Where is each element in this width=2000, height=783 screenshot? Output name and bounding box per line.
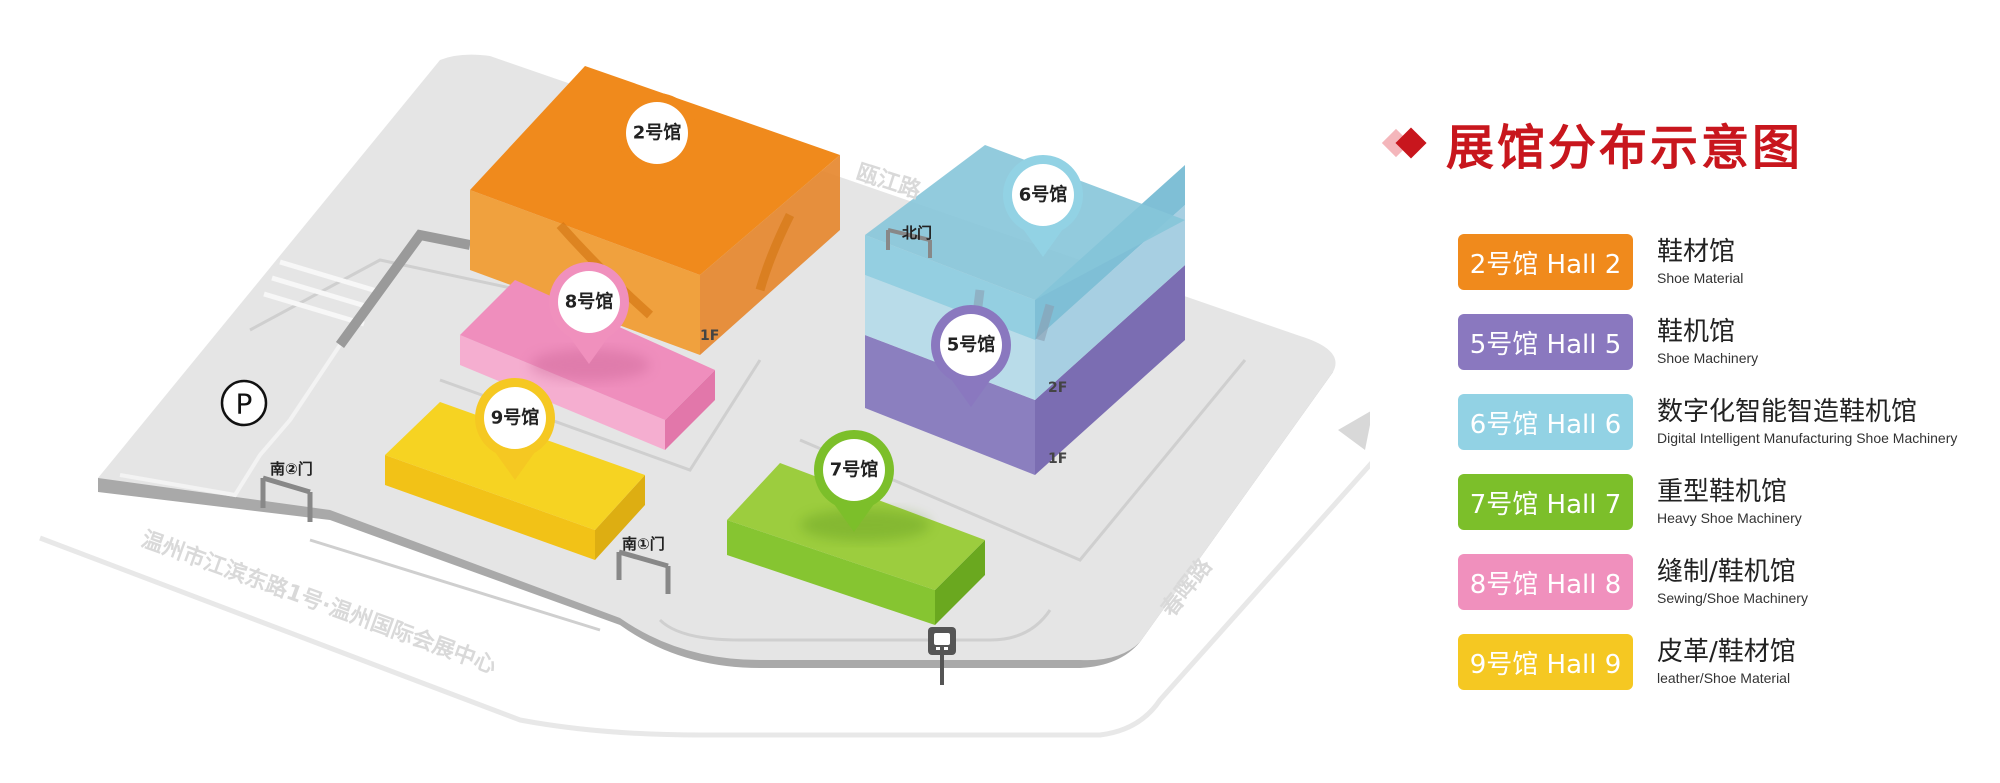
svg-text:北门: 北门	[902, 224, 932, 242]
legend-name-en: Heavy Shoe Machinery	[1657, 510, 1802, 526]
north-gate: 北门	[886, 224, 932, 258]
lane	[658, 609, 1052, 642]
bus-stop-icon	[928, 627, 956, 685]
hall-9-pin-label: 9号馆	[491, 407, 540, 429]
ground-plate	[98, 54, 1336, 661]
legend-name-zh: 皮革/鞋材馆	[1657, 637, 1796, 667]
legend-badge: 2号馆 Hall 2	[1458, 234, 1633, 290]
legend-text: 数字化智能智造鞋机馆 Digital Intelligent Manufactur…	[1657, 396, 1957, 448]
outer-road	[39, 461, 1370, 738]
hall-8-pin-label: 8号馆	[565, 291, 614, 313]
hall-8-pin[interactable]: 8号馆	[549, 262, 629, 364]
hall-5-floor-1f: 1F	[1048, 451, 1067, 467]
lane	[119, 343, 342, 498]
hall-6-pin[interactable]: 6号馆	[1003, 155, 1083, 257]
legend-header: 展馆分布示意图	[1381, 112, 1803, 176]
legend-name-zh: 缝制/鞋机馆	[1657, 557, 1796, 587]
legend-badge: 8号馆 Hall 8	[1458, 554, 1633, 610]
legend-text: 缝制/鞋机馆 Sewing/Shoe Machinery	[1657, 556, 1808, 608]
legend-badge: 7号馆 Hall 7	[1458, 474, 1633, 530]
svg-text:P: P	[236, 388, 253, 421]
legend-badge: 6号馆 Hall 6	[1458, 394, 1633, 450]
venue-map: 1F 2F 1F	[39, 54, 1370, 738]
hall-5-pin-label: 5号馆	[947, 334, 996, 356]
legend-name-en: Sewing/Shoe Machinery	[1657, 590, 1808, 606]
legend-title: 展馆分布示意图	[1446, 120, 1804, 176]
lane	[309, 538, 601, 632]
legend-name-en: leather/Shoe Material	[1657, 670, 1791, 686]
legend-item[interactable]: 5号馆 Hall 5 鞋机馆 Shoe Machinery	[1458, 313, 1988, 371]
legend-text: 重型鞋机馆 Heavy Shoe Machinery	[1657, 476, 1802, 528]
hall-8-building	[460, 280, 715, 450]
legend-text: 鞋材馆 Shoe Material	[1657, 236, 1743, 288]
entrance-stairs	[263, 259, 381, 327]
hall-5-pin[interactable]: 5号馆	[931, 305, 1011, 407]
legend-badge: 9号馆 Hall 9	[1458, 634, 1633, 690]
parking-icon: P	[220, 379, 268, 427]
hall-7-pin-label: 7号馆	[830, 459, 879, 481]
legend-text: 皮革/鞋材馆 leather/Shoe Material	[1657, 636, 1796, 688]
hall-2-pin[interactable]: 2号馆	[617, 93, 697, 195]
south-gate-1: 南①门	[616, 535, 671, 594]
hall-7-pin[interactable]: 7号馆	[814, 430, 894, 532]
walkway	[335, 229, 471, 348]
legend-name-en: Shoe Machinery	[1657, 350, 1759, 366]
legend-item[interactable]: 9号馆 Hall 9 皮革/鞋材馆 leather/Shoe Material	[1458, 633, 1988, 691]
lane	[249, 258, 521, 332]
legend-item[interactable]: 7号馆 Hall 7 重型鞋机馆 Heavy Shoe Machinery	[1458, 473, 1988, 531]
hall-5-floor-2f: 2F	[1048, 380, 1067, 396]
legend-badge: 5号馆 Hall 5	[1458, 314, 1633, 370]
legend-item[interactable]: 8号馆 Hall 8 缝制/鞋机馆 Sewing/Shoe Machinery	[1458, 553, 1988, 611]
south-gate-2: 南②门	[260, 460, 313, 522]
diamond-icon	[1381, 123, 1428, 163]
lane	[799, 359, 1247, 562]
hall-2-floor-1f: 1F	[700, 328, 719, 344]
hall-9-pin[interactable]: 9号馆	[475, 378, 555, 480]
svg-text:南②门: 南②门	[270, 460, 313, 478]
svg-text:南①门: 南①门	[622, 535, 665, 553]
legend-list: 2号馆 Hall 2 鞋材馆 Shoe Material 5号馆 Hall 5 鞋机馆 S…	[1458, 233, 1988, 713]
legend-name-en: Shoe Material	[1657, 270, 1744, 286]
hall-6-pin-label: 6号馆	[1019, 184, 1068, 206]
north-arrow-icon: 北	[1338, 411, 1370, 450]
legend-name-zh: 重型鞋机馆	[1657, 477, 1788, 507]
legend-item[interactable]: 2号馆 Hall 2 鞋材馆 Shoe Material	[1458, 233, 1988, 291]
legend-name-en: Digital Intelligent Manufacturing Shoe M…	[1657, 430, 1958, 446]
legend-name-zh: 鞋材馆	[1657, 237, 1736, 267]
legend-name-zh: 数字化智能智造鞋机馆	[1657, 397, 1918, 427]
hall-2-pin-label: 2号馆	[633, 122, 682, 144]
legend-name-zh: 鞋机馆	[1657, 317, 1736, 347]
legend-item[interactable]: 6号馆 Hall 6 数字化智能智造鞋机馆 Digital Intelligent …	[1458, 393, 1988, 451]
legend-text: 鞋机馆 Shoe Machinery	[1657, 316, 1758, 368]
